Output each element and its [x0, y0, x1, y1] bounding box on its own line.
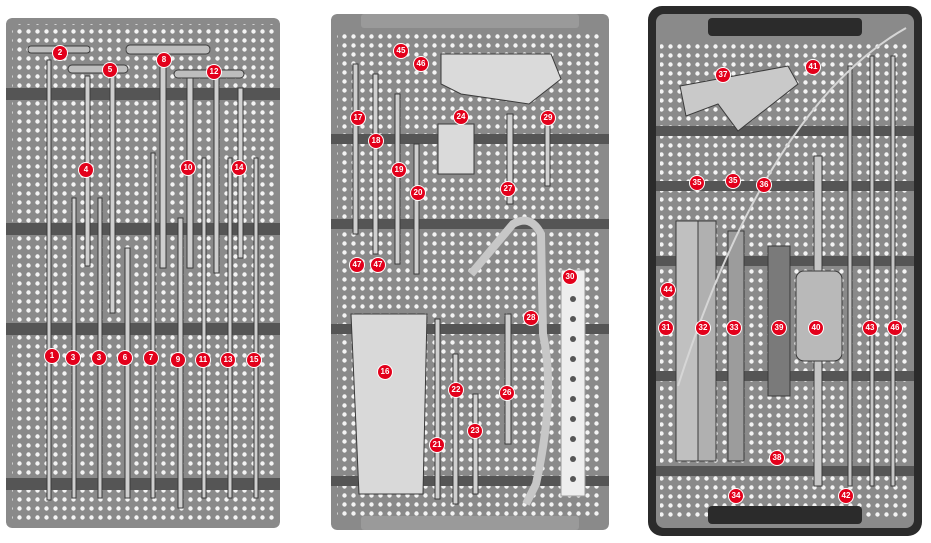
marker-11: 11: [196, 353, 210, 367]
marker-8: 8: [157, 53, 171, 67]
tray-1-graphic: [6, 18, 280, 528]
marker-32: 32: [696, 321, 710, 335]
marker-3b: 3: [92, 351, 106, 365]
marker-40: 40: [809, 321, 823, 335]
marker-42: 42: [839, 489, 853, 503]
marker-15: 15: [247, 353, 261, 367]
marker-12: 12: [207, 65, 221, 79]
marker-20: 20: [411, 186, 425, 200]
marker-16: 16: [378, 365, 392, 379]
marker-3: 3: [66, 351, 80, 365]
marker-38: 38: [770, 451, 784, 465]
marker-28: 28: [524, 311, 538, 325]
instrument-tray-1: 1 2 3 3 4 5 6 7 8 9 10 11 12 13 14 15: [6, 18, 280, 528]
marker-7: 7: [144, 351, 158, 365]
marker-31: 31: [659, 321, 673, 335]
marker-29: 29: [541, 111, 555, 125]
marker-30: 30: [563, 270, 577, 284]
marker-9: 9: [171, 353, 185, 367]
marker-13: 13: [221, 353, 235, 367]
marker-43: 43: [863, 321, 877, 335]
marker-10: 10: [181, 161, 195, 175]
instrument-tray-2: 45 46 17 18 19 20 24 29 27 47 47 30 28 1…: [331, 14, 609, 530]
marker-35a: 35: [690, 176, 704, 190]
marker-44: 44: [661, 283, 675, 297]
marker-6: 6: [118, 351, 132, 365]
marker-37: 37: [716, 68, 730, 82]
marker-14: 14: [232, 161, 246, 175]
marker-18: 18: [369, 134, 383, 148]
marker-22: 22: [449, 383, 463, 397]
marker-17: 17: [351, 111, 365, 125]
marker-47: 47: [350, 258, 364, 272]
marker-39: 39: [772, 321, 786, 335]
tray-2-graphic: [331, 14, 609, 530]
marker-27: 27: [501, 182, 515, 196]
marker-46a: 46: [414, 57, 428, 71]
marker-45a: 45: [394, 44, 408, 58]
marker-33: 33: [727, 321, 741, 335]
marker-23: 23: [468, 424, 482, 438]
instrument-tray-3: 37 41 35 35 36 44 31 32 33 39 40 43 46 3…: [648, 6, 922, 536]
marker-21: 21: [430, 438, 444, 452]
marker-19: 19: [392, 163, 406, 177]
marker-35b: 35: [726, 174, 740, 188]
marker-26: 26: [500, 386, 514, 400]
marker-2: 2: [53, 46, 67, 60]
marker-46: 46: [888, 321, 902, 335]
tray-3-graphic: [648, 6, 922, 536]
marker-34: 34: [729, 489, 743, 503]
marker-47b: 47: [371, 258, 385, 272]
marker-36: 36: [757, 178, 771, 192]
marker-41: 41: [806, 60, 820, 74]
marker-24: 24: [454, 110, 468, 124]
marker-1: 1: [45, 349, 59, 363]
marker-5: 5: [103, 63, 117, 77]
marker-4: 4: [79, 163, 93, 177]
